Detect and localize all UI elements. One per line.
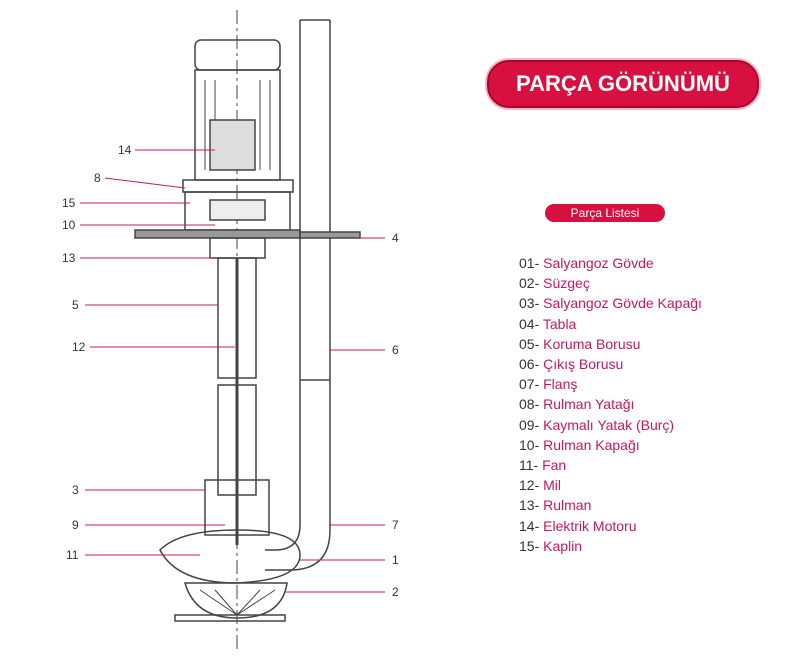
list-item: 11- Fan bbox=[519, 455, 702, 475]
part-number: 12- bbox=[519, 477, 540, 494]
list-item: 04- Tabla bbox=[519, 314, 702, 334]
callout-1: 1 bbox=[392, 553, 399, 567]
part-number: 05- bbox=[519, 335, 540, 352]
list-item: 13- Rulman bbox=[519, 495, 702, 515]
list-item: 05- Koruma Borusu bbox=[519, 334, 702, 354]
motor bbox=[182, 39, 294, 193]
part-number: 09- bbox=[519, 416, 540, 433]
part-name: Rulman Yatağı bbox=[543, 396, 635, 413]
part-number: 08- bbox=[519, 396, 540, 413]
volute-body bbox=[159, 529, 301, 584]
callout-8: 8 bbox=[94, 171, 101, 185]
table-plate bbox=[134, 229, 301, 239]
part-number: 15- bbox=[519, 537, 540, 554]
part-number: 04- bbox=[519, 315, 540, 332]
page-title-badge: PARÇA GÖRÜNÜMÜ bbox=[487, 60, 759, 108]
part-name: Süzgeç bbox=[543, 275, 590, 292]
callout-7: 7 bbox=[392, 518, 399, 532]
list-item: 07- Flanş bbox=[519, 374, 702, 394]
part-name: Rulman Kapağı bbox=[543, 436, 640, 453]
part-name: Salyangoz Gövde bbox=[543, 255, 654, 271]
list-item: 12- Mil bbox=[519, 475, 702, 495]
part-number: 14- bbox=[519, 517, 540, 534]
part-name: Kaplin bbox=[543, 537, 583, 554]
part-number: 06- bbox=[519, 356, 540, 373]
part-name: Tabla bbox=[542, 315, 577, 332]
list-item: 01- Salyangoz Gövde bbox=[519, 253, 702, 273]
part-name: Rulman bbox=[543, 497, 592, 514]
callout-5: 5 bbox=[72, 298, 79, 312]
discharge-pipe bbox=[265, 20, 301, 551]
list-item: 09- Kaymalı Yatak (Burç) bbox=[519, 415, 702, 435]
callout-6: 6 bbox=[392, 343, 399, 357]
parts-list-badge: Parça Listesi bbox=[545, 204, 665, 222]
callout-3: 3 bbox=[72, 483, 79, 497]
part-name: Mil bbox=[543, 477, 562, 494]
part-name: Çıkış Borusu bbox=[543, 356, 624, 373]
part-number: 10- bbox=[519, 436, 540, 453]
callout-13: 13 bbox=[62, 251, 76, 265]
part-name: Elektrik Motoru bbox=[543, 517, 637, 534]
part-name: Fan bbox=[542, 457, 567, 474]
callout-11: 11 bbox=[66, 548, 79, 562]
callout-15: 15 bbox=[62, 196, 76, 210]
part-number: 02- bbox=[519, 275, 540, 292]
part-name: Koruma Borusu bbox=[543, 335, 641, 352]
callout-arrows bbox=[80, 149, 385, 593]
callout-4: 4 bbox=[392, 231, 399, 245]
list-item: 08- Rulman Yatağı bbox=[519, 394, 702, 414]
list-item: 02- Süzgeç bbox=[519, 273, 702, 293]
strainer bbox=[184, 582, 288, 619]
part-number: 07- bbox=[519, 376, 540, 393]
callout-2: 2 bbox=[392, 585, 399, 599]
part-number: 11- bbox=[519, 457, 539, 474]
callout-9: 9 bbox=[72, 518, 79, 532]
part-name: Flanş bbox=[543, 376, 578, 393]
list-item: 06- Çıkış Borusu bbox=[519, 354, 702, 374]
part-number: 01- bbox=[519, 255, 540, 271]
volute-cover bbox=[204, 479, 270, 536]
part-name: Salyangoz Gövde Kapağı bbox=[543, 295, 702, 312]
callout-14: 14 bbox=[118, 143, 132, 157]
callout-10: 10 bbox=[62, 218, 76, 232]
part-name: Kaymalı Yatak (Burç) bbox=[543, 416, 675, 433]
list-item: 15- Kaplin bbox=[519, 536, 702, 556]
list-item: 14- Elektrik Motoru bbox=[519, 516, 702, 536]
part-number: 03- bbox=[519, 295, 540, 312]
list-item: 03- Salyangoz Gövde Kapağı bbox=[519, 293, 702, 313]
list-item: 10- Rulman Kapağı bbox=[519, 435, 702, 455]
part-number: 13- bbox=[519, 497, 540, 514]
callout-12: 12 bbox=[72, 340, 86, 354]
